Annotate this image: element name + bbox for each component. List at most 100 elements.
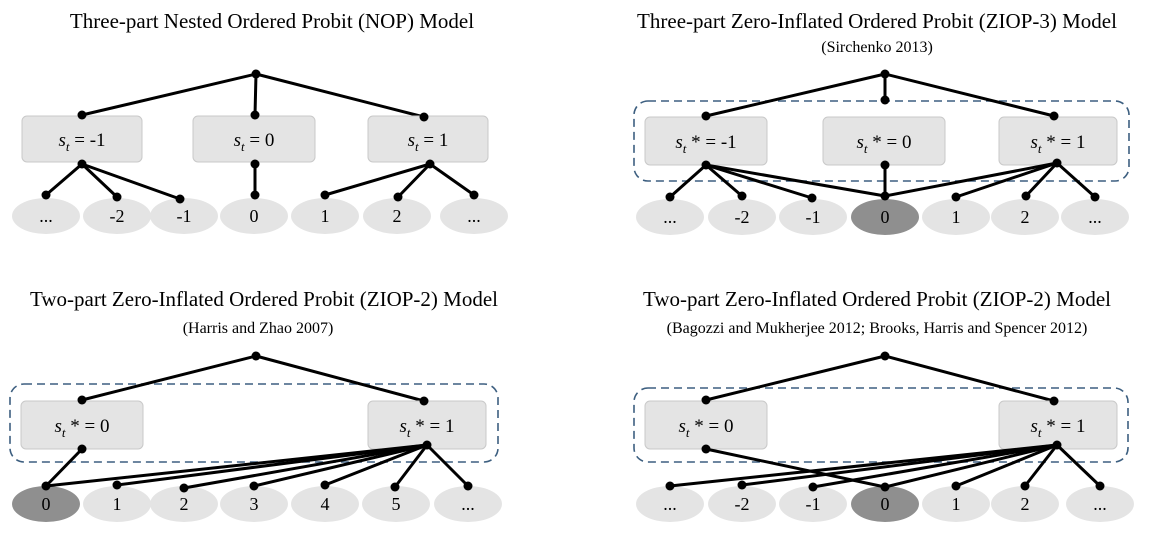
edge (740, 443, 1059, 487)
outcome-oval (779, 486, 847, 522)
node (175, 194, 185, 204)
node (112, 192, 122, 202)
node (807, 193, 817, 203)
outcome-oval-label: 4 (321, 494, 330, 514)
outcome-oval-label: 1 (952, 207, 961, 227)
node (425, 159, 435, 169)
root-node (251, 69, 261, 79)
panel-title-ziop2-a: Two-part Zero-Inflated Ordered Probit (Z… (30, 287, 498, 311)
edge (393, 443, 429, 489)
outcome-oval (12, 198, 80, 234)
outcome-oval (150, 486, 218, 522)
edge (883, 354, 1056, 403)
edge (1055, 443, 1102, 488)
outcome-oval-label: 0 (881, 207, 890, 227)
edge (252, 443, 429, 488)
outcome-oval (1066, 486, 1134, 522)
root-node (880, 351, 890, 361)
edge (323, 443, 429, 487)
panel-subtitle-ziop2-b: (Bagozzi and Mukherjee 2012; Brooks, Har… (667, 320, 1088, 337)
edge (1024, 161, 1059, 198)
node (41, 481, 51, 491)
edge (811, 443, 1059, 489)
node (701, 395, 711, 405)
outcome-oval-label: ... (1088, 207, 1102, 227)
outcome-oval-label: 3 (250, 494, 259, 514)
regime-box-label: st * = 1 (1031, 416, 1086, 440)
outcome-oval-label: 5 (392, 494, 401, 514)
node (320, 190, 330, 200)
outcome-oval-label: -2 (110, 206, 125, 226)
outcome-oval-label: -2 (735, 494, 750, 514)
outcome-oval-label: 0 (250, 206, 259, 226)
outcome-oval-label: -1 (806, 494, 821, 514)
panel-subtitle-ziop3: (Sirchenko 2013) (821, 39, 933, 56)
node (1095, 481, 1105, 491)
regime-box-label: st * = -1 (675, 132, 736, 156)
node (179, 483, 189, 493)
edge (428, 162, 476, 197)
outcome-oval (220, 198, 288, 234)
node (77, 110, 87, 120)
node (880, 95, 890, 105)
outcome-oval (291, 198, 359, 234)
edge (883, 443, 1059, 489)
node (320, 480, 330, 490)
edge (182, 443, 429, 490)
edge (704, 163, 887, 198)
node (250, 159, 260, 169)
edge (1023, 443, 1059, 488)
edge (80, 162, 182, 201)
outcome-oval (851, 486, 919, 522)
edge (704, 163, 744, 198)
edge (80, 162, 119, 199)
outcome-oval (291, 486, 359, 522)
node (393, 192, 403, 202)
node (390, 482, 400, 492)
node (701, 444, 711, 454)
edge (704, 163, 814, 200)
outcome-oval (636, 199, 704, 235)
edge (253, 72, 258, 117)
outcome-oval (636, 486, 704, 522)
edge (704, 447, 887, 489)
outcome-oval (83, 198, 151, 234)
outcome-oval (434, 486, 502, 522)
outcome-oval (12, 486, 80, 522)
node (880, 191, 890, 201)
node (419, 112, 429, 122)
node (463, 481, 473, 491)
edge (254, 354, 426, 403)
node (951, 192, 961, 202)
edge (954, 161, 1059, 199)
inflation-group-box (633, 387, 1129, 463)
outcome-oval-label: ... (663, 494, 677, 514)
root-node (880, 69, 890, 79)
node (1021, 191, 1031, 201)
outcome-oval-label: 1 (321, 206, 330, 226)
outcome-oval (779, 199, 847, 235)
outcome-oval (708, 199, 776, 235)
panel-title-nop: Three-part Nested Ordered Probit (NOP) M… (70, 9, 474, 33)
node (469, 190, 479, 200)
node (41, 190, 51, 200)
node (665, 192, 675, 202)
edge (44, 162, 84, 197)
node (701, 111, 711, 121)
node (737, 191, 747, 201)
outcome-oval-label: 1 (113, 494, 122, 514)
regime-box-label: st = -1 (58, 130, 105, 154)
outcome-oval (922, 199, 990, 235)
node (808, 482, 818, 492)
node (250, 110, 260, 120)
outcome-oval-label: ... (461, 494, 475, 514)
outcome-oval (991, 486, 1059, 522)
outcome-oval (922, 486, 990, 522)
outcome-oval (708, 486, 776, 522)
outcome-oval-label: ... (663, 207, 677, 227)
outcome-oval (362, 486, 430, 522)
regime-box-label: st * = 0 (679, 416, 734, 440)
edge (668, 163, 708, 199)
